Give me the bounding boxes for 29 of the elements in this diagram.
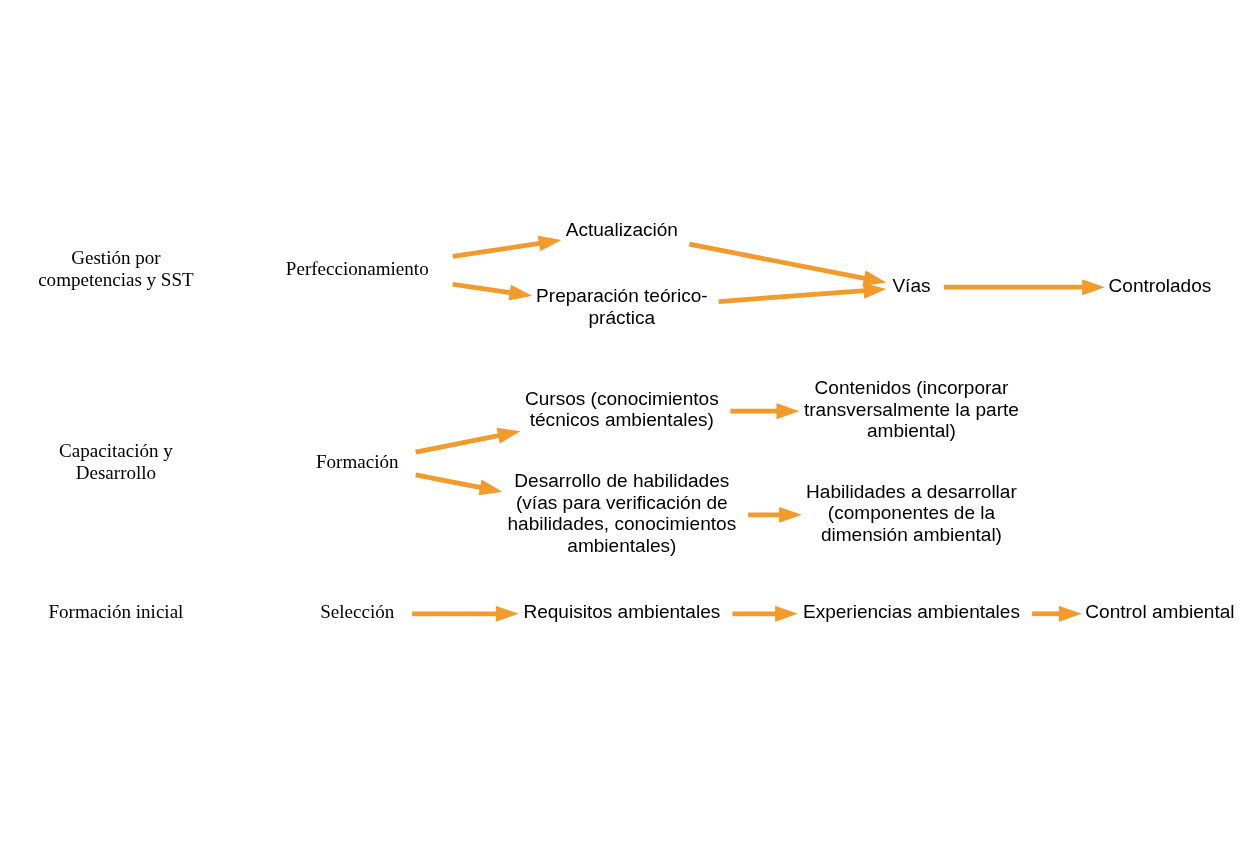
node-text: Controlados — [1108, 274, 1212, 296]
node-text: Formación — [316, 450, 399, 472]
arrow — [452, 281, 533, 300]
arrow — [748, 506, 802, 523]
arrow — [732, 605, 798, 622]
node-text: Cursos (conocimientos técnicos ambientales) — [524, 387, 719, 430]
node-text: Control ambiental — [1085, 600, 1235, 622]
arrow — [415, 427, 521, 454]
node-text: Desarrollo de habilidades (vías para verificación de habilidades, conocimientos ambientales) — [507, 469, 737, 556]
arrow — [730, 402, 800, 419]
node-text: Contenidos (incorporar transversalmente la parte ambiental) — [803, 376, 1019, 441]
label: Formación inicial — [48, 600, 184, 622]
label: Capacitación y Desarrollo — [59, 439, 173, 483]
arrow — [943, 278, 1105, 295]
node-text: Perfeccionamiento — [285, 257, 429, 279]
node-text: Preparación teórico-práctica — [536, 284, 708, 328]
arrow — [688, 241, 887, 286]
arrow — [415, 471, 503, 495]
arrow — [412, 605, 519, 622]
arrow — [718, 282, 887, 304]
label: Gestión por competencias y SST — [38, 246, 194, 290]
node-text: Actualización — [565, 218, 678, 240]
node-text: Requisitos ambientales — [523, 600, 721, 622]
arrow — [1032, 605, 1082, 622]
node-text: Experiencias ambientales — [802, 600, 1020, 622]
node-text: Vías — [892, 274, 931, 296]
arrow — [452, 235, 562, 259]
node-text: Selección — [320, 600, 395, 622]
node-text: Habilidades a desarrollar (componentes de la dimensión ambiental) — [806, 480, 1017, 545]
